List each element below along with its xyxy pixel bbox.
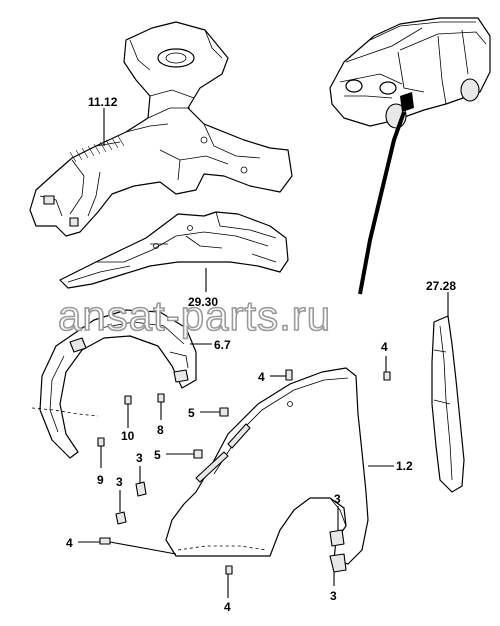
callout-9: 9: [97, 473, 104, 487]
callout-4-top-right: 4: [381, 340, 388, 354]
cowl-panel: [59, 211, 289, 289]
callout-3-right-lower: 3: [330, 589, 337, 603]
callout-4-left: 4: [66, 536, 73, 550]
callout-3-upper: 3: [136, 451, 143, 465]
watermark-text: ansat-parts.ru: [58, 292, 331, 339]
callout-4-bottom: 4: [224, 600, 231, 614]
callout-6-7: 6.7: [214, 338, 231, 352]
callout-3-middle: 3: [116, 475, 123, 489]
callout-8: 8: [157, 423, 164, 437]
wheel-arch-liner: [31, 309, 197, 459]
callout-4-top-left: 4: [258, 370, 265, 384]
side-trim-strip: [431, 315, 465, 493]
car-to-fender-leader: [358, 111, 406, 295]
leader-lines: [78, 108, 449, 598]
callout-11-12: 11.12: [88, 95, 118, 109]
callout-5-upper: 5: [188, 406, 195, 420]
callout-5-lower: 5: [154, 448, 161, 462]
callout-labels: 11.12 29.30 27.28 6.7 1.2 4 4 4 4 5 5 3 …: [66, 95, 456, 614]
callout-10: 10: [121, 429, 135, 443]
callout-1-2: 1.2: [396, 459, 413, 473]
callout-27-28: 27.28: [426, 279, 456, 293]
fender-fasteners: [99, 369, 391, 575]
callout-3-right-upper: 3: [334, 492, 341, 506]
liner-fasteners: [97, 393, 165, 468]
callout-29-30: 29.30: [188, 295, 218, 309]
front-apron-assembly: [29, 21, 293, 237]
car-illustration: [329, 17, 491, 129]
front-fender: [115, 367, 369, 573]
